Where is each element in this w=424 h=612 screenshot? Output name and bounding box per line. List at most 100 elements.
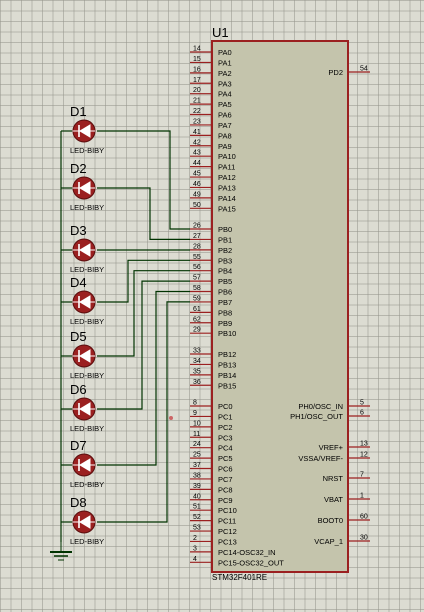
- pin-name-ph0-osc-in[interactable]: PH0/OSC_IN: [298, 402, 343, 411]
- pin-name-pc11[interactable]: PC11: [218, 517, 236, 526]
- pin-name-pb12[interactable]: PB12: [218, 350, 236, 359]
- pin-name-pa9[interactable]: PA9: [218, 142, 232, 151]
- pin-number-pc4: 24: [193, 441, 201, 448]
- pin-name-pc6[interactable]: PC6: [218, 465, 233, 474]
- pin-name-pc12[interactable]: PC12: [218, 527, 237, 536]
- pin-number-pa12: 45: [193, 171, 201, 178]
- wire-d6: [97, 280, 190, 410]
- pin-number-pa5: 21: [193, 98, 201, 105]
- led-ref-d6: D6: [70, 382, 87, 397]
- pin-number-pa4: 20: [193, 87, 201, 94]
- pin-number-pc11: 52: [193, 514, 201, 521]
- pin-name-pa2[interactable]: PA2: [218, 69, 232, 78]
- wire-d2: [97, 187, 190, 240]
- pin-name-pc7[interactable]: PC7: [218, 475, 233, 484]
- pin-name-pc4[interactable]: PC4: [218, 444, 233, 453]
- pin-name-vssa-vref-[interactable]: VSSA/VREF-: [298, 454, 343, 463]
- pin-number-pb14: 35: [193, 368, 201, 375]
- pin-name-pb9[interactable]: PB9: [218, 319, 232, 328]
- pin-name-pc15-osc32_out[interactable]: PC15-OSC32_OUT: [218, 558, 284, 567]
- wires-layer: [60, 130, 190, 542]
- pin-name-pa14[interactable]: PA14: [218, 194, 236, 203]
- pin-name-pa10[interactable]: PA10: [218, 152, 236, 161]
- pin-name-pb7[interactable]: PB7: [218, 298, 232, 307]
- pin-name-vcap-1[interactable]: VCAP_1: [314, 537, 343, 546]
- pin-number-pa9: 42: [193, 139, 201, 146]
- pin-name-pa1[interactable]: PA1: [218, 58, 232, 67]
- pin-name-pa5[interactable]: PA5: [218, 100, 232, 109]
- led-part-d5: LED-BIBY: [70, 371, 104, 380]
- pin-name-pc8[interactable]: PC8: [218, 485, 233, 494]
- pin-name-pb2[interactable]: PB2: [218, 246, 232, 255]
- pin-name-pb4[interactable]: PB4: [218, 267, 232, 276]
- pin-name-vref-[interactable]: VREF+: [319, 443, 344, 452]
- pin-name-pb0[interactable]: PB0: [218, 225, 232, 234]
- pin-number-pc0: 8: [193, 400, 197, 407]
- pin-number-pc5: 25: [193, 452, 201, 459]
- pin-name-pb10[interactable]: PB10: [218, 329, 236, 338]
- pin-name-nrst[interactable]: NRST: [323, 474, 344, 483]
- pin-name-pb15[interactable]: PB15: [218, 381, 236, 390]
- pin-name-pb8[interactable]: PB8: [218, 308, 232, 317]
- pin-number-pc15-osc32_out: 4: [193, 556, 197, 563]
- pin-name-pb5[interactable]: PB5: [218, 277, 232, 286]
- pin-name-pa0[interactable]: PA0: [218, 48, 232, 57]
- pin-name-pa6[interactable]: PA6: [218, 111, 232, 120]
- pin-name-pc2[interactable]: PC2: [218, 423, 233, 432]
- pin-name-pb6[interactable]: PB6: [218, 288, 232, 297]
- pin-name-vbat[interactable]: VBAT: [324, 495, 343, 504]
- pin-name-pc10[interactable]: PC10: [218, 506, 237, 515]
- pin-number-right-4: 12: [360, 452, 368, 459]
- pin-number-pc8: 39: [193, 483, 201, 490]
- wire-d7: [97, 290, 190, 466]
- pin-number-pb1: 27: [193, 233, 201, 240]
- pin-name-pc13[interactable]: PC13: [218, 537, 237, 546]
- pin-name-pb14[interactable]: PB14: [218, 371, 236, 380]
- pin-number-pc3: 11: [193, 431, 200, 438]
- wire-d8: [97, 301, 190, 523]
- pin-number-pc12: 53: [193, 525, 201, 532]
- pin-name-pb3[interactable]: PB3: [218, 256, 232, 265]
- pin-name-pb1[interactable]: PB1: [218, 235, 232, 244]
- led-part-d1: LED-BIBY: [70, 146, 104, 155]
- pin-number-pb15: 36: [193, 379, 201, 386]
- pin-name-pa3[interactable]: PA3: [218, 79, 232, 88]
- pin-name-boot0[interactable]: BOOT0: [318, 516, 343, 525]
- pin-name-pa4[interactable]: PA4: [218, 90, 232, 99]
- pin-number-pb5: 57: [193, 275, 201, 282]
- pin-number-right-8: 30: [360, 535, 368, 542]
- mcu-body[interactable]: [211, 40, 349, 573]
- pin-name-ph1-osc-out[interactable]: PH1/OSC_OUT: [290, 412, 343, 421]
- pin-name-pc14-osc32_in[interactable]: PC14-OSC32_IN: [218, 548, 276, 557]
- pin-name-pc1[interactable]: PC1: [218, 412, 233, 421]
- pin-name-pa13[interactable]: PA13: [218, 183, 236, 192]
- pin-number-pb8: 61: [193, 306, 201, 313]
- pin-number-pa15: 50: [193, 202, 201, 209]
- pin-number-pc13: 2: [193, 535, 197, 542]
- pin-name-pa11[interactable]: PA11: [218, 163, 235, 172]
- pin-name-pc5[interactable]: PC5: [218, 454, 233, 463]
- pin-number-pc14-osc32_in: 3: [193, 545, 197, 552]
- pin-name-pc3[interactable]: PC3: [218, 433, 233, 442]
- led-ref-d2: D2: [70, 161, 87, 176]
- pin-name-pa8[interactable]: PA8: [218, 131, 232, 140]
- pin-name-pa7[interactable]: PA7: [218, 121, 232, 130]
- pin-name-pa15[interactable]: PA15: [218, 204, 236, 213]
- pin-name-pd2[interactable]: PD2: [328, 68, 343, 77]
- pin-name-pa12[interactable]: PA12: [218, 173, 236, 182]
- pin-number-right-7: 60: [360, 514, 368, 521]
- pin-number-right-0: 54: [360, 66, 368, 73]
- pin-name-pc9[interactable]: PC9: [218, 496, 233, 505]
- pin-name-pc0[interactable]: PC0: [218, 402, 233, 411]
- pin-name-pb13[interactable]: PB13: [218, 360, 236, 369]
